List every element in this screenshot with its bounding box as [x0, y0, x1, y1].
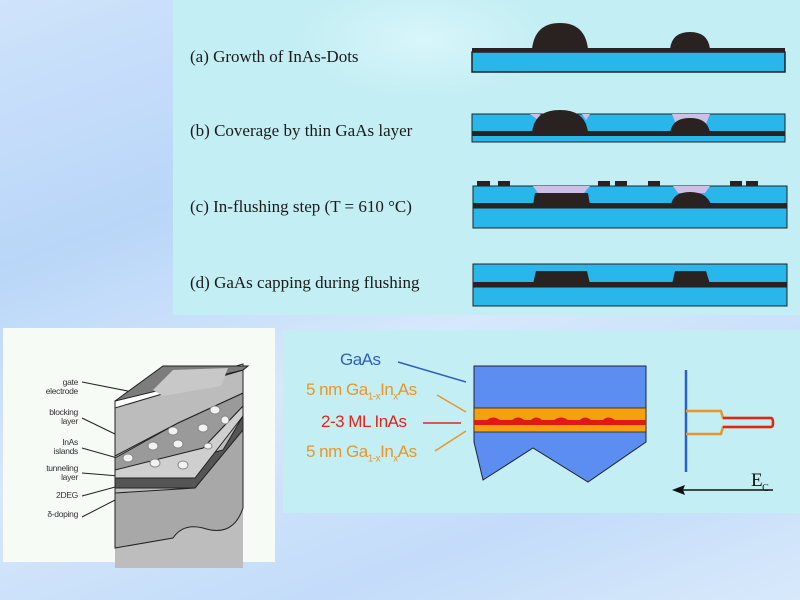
diagram-step-b: [471, 110, 786, 143]
arrow-head-icon: [672, 485, 685, 495]
process-diagrams: [471, 23, 788, 307]
step-d-label: (d) GaAs capping during flushing: [190, 273, 420, 292]
inas-islands: [122, 405, 230, 470]
diagram-step-c: [472, 181, 788, 229]
label-ec: EC: [751, 470, 769, 494]
label-gaas: GaAs: [340, 350, 381, 369]
label-inas: 2-3 ML InAs: [321, 412, 407, 431]
device-schematic-drawing: [81, 363, 250, 568]
layer-structure-panel: GaAs 5 nm Ga1-xInxAs 2-3 ML InAs 5 nm Ga…: [283, 330, 800, 513]
inas-wetting-layer: [474, 420, 646, 425]
band-edge-gainas: [686, 409, 775, 436]
layer-structure-drawing: [397, 361, 775, 495]
gate-electrode-pad: [153, 368, 228, 396]
label-delta-doping: δ-doping: [47, 509, 78, 519]
step-b-label: (b) Coverage by thin GaAs layer: [190, 121, 413, 140]
label-2deg: 2DEG: [56, 490, 78, 500]
step-c-label: (c) In-flushing step (T = 610 °C): [190, 197, 412, 216]
diagram-step-d: [472, 263, 788, 307]
band-edge-inas: [723, 416, 775, 429]
inas-dot-large: [532, 23, 588, 49]
label-gainas-bottom: 5 nm Ga1-xInxAs: [306, 442, 417, 465]
label-gainas-top: 5 nm Ga1-xInxAs: [306, 380, 417, 403]
step-a-label: (a) Growth of InAs-Dots: [190, 47, 359, 66]
diagram-step-a: [471, 23, 786, 73]
quantum-dots: [486, 417, 616, 421]
inas-dot-small: [670, 32, 710, 49]
